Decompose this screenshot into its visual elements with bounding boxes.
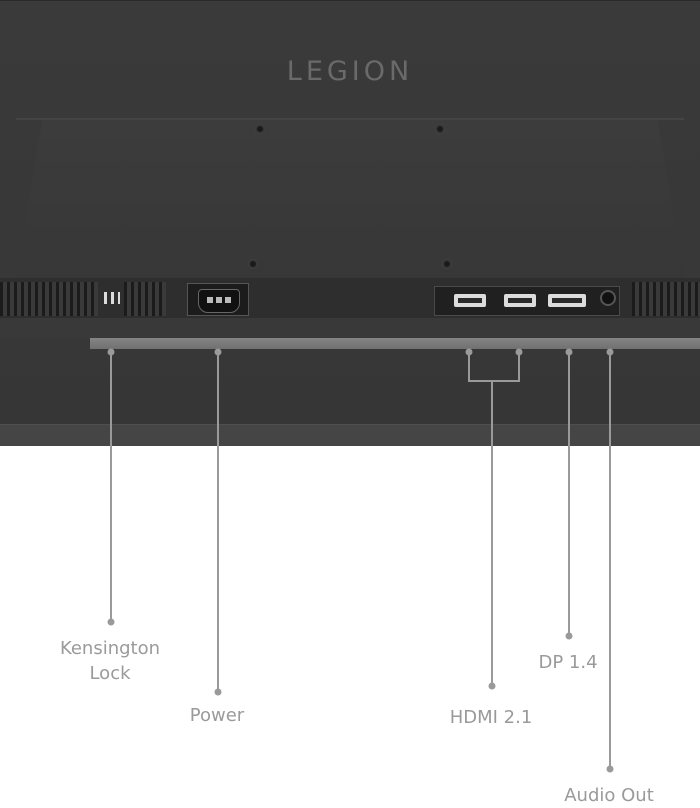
- label-hdmi: HDMI 2.1: [450, 705, 533, 730]
- label-line: HDMI 2.1: [449, 707, 533, 728]
- label-line: Lock: [89, 663, 131, 684]
- label-dp: DP 1.4: [538, 650, 597, 675]
- callout-line-hdmi: [468, 352, 520, 382]
- callout-dot-dp: [565, 632, 573, 640]
- label-audio-out: Audio Out: [564, 783, 654, 808]
- vesa-screw: [248, 259, 258, 269]
- label-line: Audio Out: [564, 785, 654, 806]
- vent-left-inner: [124, 282, 166, 316]
- audio-jack-icon: [600, 290, 616, 306]
- power-pin: [207, 297, 213, 303]
- stand-bar: [90, 338, 700, 349]
- rear-panel: [16, 118, 684, 278]
- label-line: Kensington: [59, 638, 161, 659]
- label-kensington-lock: Kensington Lock: [60, 636, 160, 686]
- stand-band: [0, 318, 700, 338]
- port-plate: [434, 286, 620, 316]
- callout-dot-audio: [606, 765, 614, 773]
- callout-dot-audio-top: [606, 348, 614, 356]
- rear-panel-edge: [16, 118, 684, 120]
- vesa-screw: [442, 259, 452, 269]
- vent-left: [0, 282, 98, 316]
- callout-dot-hdmi-top-2: [515, 348, 523, 356]
- vent-right: [632, 282, 700, 316]
- callout-dot-kensington: [107, 618, 115, 626]
- callout-dot-dp-top: [565, 348, 573, 356]
- hdmi-port-icon: [504, 294, 536, 307]
- vesa-screw: [435, 124, 445, 134]
- callout-dot-power-top: [214, 348, 222, 356]
- label-line: DP 1.4: [538, 652, 598, 673]
- vesa-screw: [255, 124, 265, 134]
- callout-dot-kensington-top: [107, 348, 115, 356]
- monitor-bottom-edge: [0, 424, 700, 446]
- label-line: Power: [189, 705, 245, 726]
- callout-dot-hdmi-top-1: [465, 348, 473, 356]
- power-pin: [225, 297, 231, 303]
- power-socket-face: [198, 289, 240, 313]
- label-power: Power: [190, 703, 244, 728]
- displayport-icon: [548, 294, 586, 307]
- callout-dot-power: [214, 688, 222, 696]
- brand-logo: LEGION: [286, 56, 414, 87]
- callout-dot-hdmi: [488, 682, 496, 690]
- hdmi-port-icon: [454, 294, 486, 307]
- kensington-slot-icon: [104, 292, 120, 304]
- power-socket-icon: [187, 283, 249, 316]
- power-pin: [216, 297, 222, 303]
